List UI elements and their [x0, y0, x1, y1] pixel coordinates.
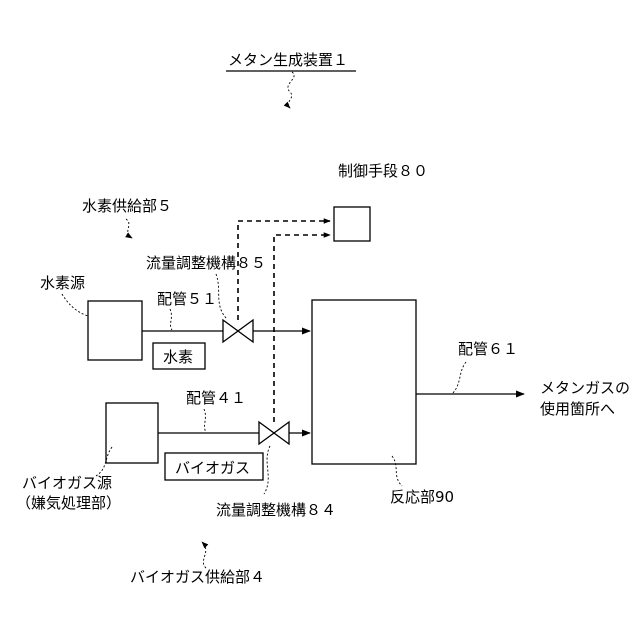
biogas-source-label-1: バイオガス源: [22, 474, 112, 492]
methane-out-line1: メタンガスの: [540, 379, 630, 397]
hydrogen-supply-label: 水素供給部５: [82, 197, 172, 215]
biogas-supply-label: バイオガス供給部４: [130, 568, 265, 586]
hydrogen-source-leader: [62, 294, 88, 316]
pipe-41-leader: [204, 409, 206, 432]
biogas-supply-leader: [202, 542, 206, 568]
hydrogen-source-box: [88, 301, 142, 360]
flow-regulator-84-label: 流量調整機構８４: [216, 501, 336, 519]
control-label: 制御手段８０: [338, 162, 428, 180]
biogas-source-box: [106, 403, 158, 463]
device-title: メタン生成装置１: [228, 51, 348, 69]
valve-84-right: [274, 422, 289, 444]
reactor-label: 反応部90: [390, 488, 454, 506]
flow-regulator-84-leader: [264, 446, 270, 494]
hydrogen-supply-leader: [126, 219, 132, 238]
hydrogen-tag-label: 水素: [163, 348, 193, 366]
pipe-61-label: 配管６１: [458, 340, 518, 358]
reactor-box: [312, 300, 416, 464]
biogas-source-label-2: （嫌気処理部）: [16, 494, 121, 512]
valve-84-left: [259, 422, 274, 444]
valve-85-right: [238, 320, 253, 342]
hydrogen-source-label: 水素源: [40, 274, 85, 292]
flow-regulator-85-label: 流量調整機構８５: [146, 254, 266, 272]
pipe-41-label: 配管４１: [186, 389, 246, 407]
pipe-51-leader: [170, 309, 172, 330]
control-box: [334, 207, 370, 241]
biogas-tag-label: バイオガス: [175, 459, 250, 477]
methane-out-line2: 使用箇所へ: [540, 400, 615, 418]
pipe-51-label: 配管５１: [157, 290, 217, 308]
flow-regulator-85-leader: [216, 274, 226, 318]
valve-85-left: [223, 320, 238, 342]
device-title-leader: [288, 72, 294, 108]
pipe-61-leader: [452, 362, 466, 394]
